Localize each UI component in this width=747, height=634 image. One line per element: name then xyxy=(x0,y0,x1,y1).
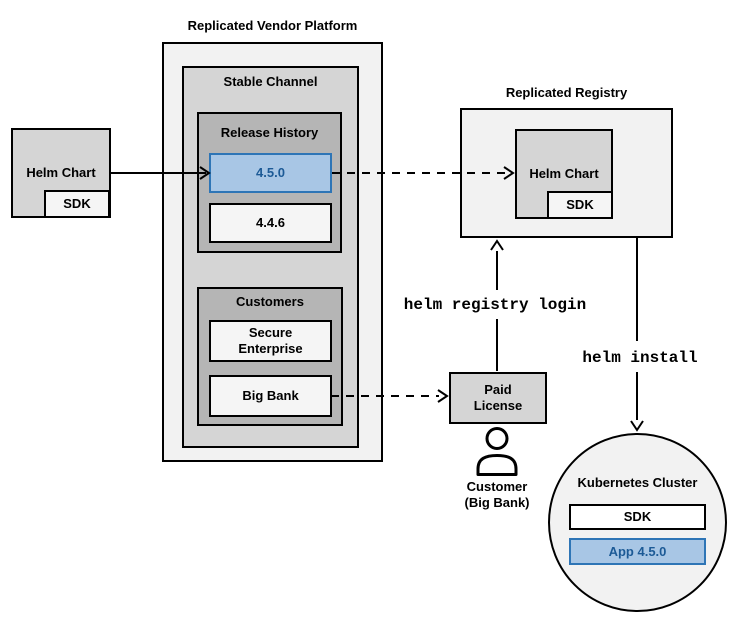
helm-registry-login-command: helm registry login xyxy=(403,296,587,314)
helm-install-command: helm install xyxy=(582,349,698,367)
source-sdk-box: SDK xyxy=(44,190,110,218)
platform-title: Replicated Vendor Platform xyxy=(187,18,358,33)
customer-actor-line2: (Big Bank) xyxy=(464,495,530,510)
paid-license-label: Paid License xyxy=(473,382,523,413)
paid-license-box: Paid License xyxy=(449,372,547,424)
release-version-4-5-0: 4.5.0 xyxy=(209,153,332,193)
kubernetes-cluster-title: Kubernetes Cluster xyxy=(577,475,698,490)
registry-title: Replicated Registry xyxy=(505,85,628,100)
registry-sdk-box: SDK xyxy=(547,191,613,219)
stable-channel-label: Stable Channel xyxy=(223,74,318,89)
customer-actor-line1: Customer xyxy=(466,479,528,494)
cluster-app-box: App 4.5.0 xyxy=(569,538,706,565)
cluster-sdk-box: SDK xyxy=(569,504,706,530)
customer-actor-label: Customer (Big Bank) xyxy=(437,479,557,511)
helm-install-arrow xyxy=(630,238,644,432)
source-helm-chart-label: Helm Chart xyxy=(26,165,96,180)
registry-helm-chart-label: Helm Chart xyxy=(529,166,599,181)
customer-item-secure-enterprise: Secure Enterprise xyxy=(209,320,332,362)
customer-item-label: Secure Enterprise xyxy=(238,325,303,356)
customers-label: Customers xyxy=(236,294,304,309)
customer-person-icon xyxy=(476,427,518,476)
customer-item-big-bank: Big Bank xyxy=(209,375,332,417)
release-history-label: Release History xyxy=(220,125,319,140)
release-version-4-4-6: 4.4.6 xyxy=(209,203,332,243)
